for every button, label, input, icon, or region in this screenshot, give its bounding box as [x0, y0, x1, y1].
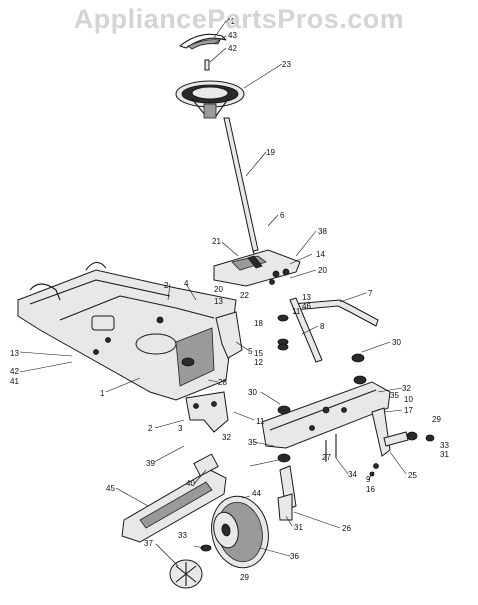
- callout-15: 15: [254, 349, 263, 358]
- callout-31: 31: [440, 450, 449, 459]
- callout-22: 22: [240, 291, 249, 300]
- callout-31: 31: [294, 523, 303, 532]
- callout-40: 40: [186, 479, 195, 488]
- callout-29: 29: [432, 415, 441, 424]
- callout-44: 44: [252, 489, 261, 498]
- callout-25: 25: [408, 471, 417, 480]
- callout-18: 18: [254, 319, 263, 328]
- support-bracket[interactable]: [215, 311, 243, 359]
- callout-41: 41: [226, 17, 235, 26]
- right-spindle[interactable]: [371, 407, 418, 457]
- front-axle[interactable]: [261, 381, 391, 449]
- callout-38: 38: [318, 227, 327, 236]
- left-spindle[interactable]: [277, 465, 297, 521]
- callout-17: 17: [404, 406, 413, 415]
- callout-14: 14: [316, 250, 325, 259]
- callout-2: 2: [148, 424, 153, 433]
- callout-39: 39: [146, 459, 155, 468]
- callout-19: 19: [266, 148, 275, 157]
- callout-1: 1: [100, 389, 105, 398]
- callout-36: 36: [290, 552, 299, 561]
- callout-34: 34: [348, 470, 357, 479]
- front-wheel[interactable]: [205, 491, 275, 573]
- callout-42: 42: [10, 367, 19, 376]
- callout-10: 10: [404, 395, 413, 404]
- callout-41: 41: [10, 377, 19, 386]
- callout-35: 35: [390, 391, 399, 400]
- callout-46: 46: [302, 302, 311, 311]
- watermark: AppliancePartsPros.com: [73, 4, 405, 34]
- tie-rod[interactable]: [289, 297, 323, 363]
- hub-cap[interactable]: [169, 559, 203, 589]
- callout-33: 33: [178, 531, 187, 540]
- callout-29: 29: [240, 573, 249, 582]
- screw[interactable]: [204, 59, 210, 71]
- callout-45: 45: [106, 484, 115, 493]
- callout-30: 30: [248, 388, 257, 397]
- callout-26: 26: [342, 524, 351, 533]
- steering-gear-plate[interactable]: [213, 249, 301, 287]
- callout-9: 9: [366, 475, 371, 484]
- callout-23: 23: [282, 60, 291, 69]
- callout-28: 28: [218, 378, 227, 387]
- callout-21: 21: [212, 237, 221, 246]
- leader-lines: [19, 20, 407, 567]
- callout-42: 42: [228, 44, 237, 53]
- callout-13: 13: [10, 349, 19, 358]
- callout-6: 6: [280, 211, 285, 220]
- callout-2: 2: [164, 281, 169, 290]
- callout-35: 35: [248, 438, 257, 447]
- callout-20: 20: [318, 266, 327, 275]
- callout-20: 20: [214, 285, 223, 294]
- callout-13: 13: [214, 297, 223, 306]
- steering-shaft[interactable]: [223, 117, 259, 263]
- bushing[interactable]: [277, 314, 289, 351]
- callout-7: 7: [368, 289, 373, 298]
- callout-27: 27: [322, 453, 331, 462]
- drag-link[interactable]: [291, 299, 379, 327]
- callout-30: 30: [392, 338, 401, 347]
- callout-12: 12: [254, 358, 263, 367]
- callout-13: 13: [302, 293, 311, 302]
- callout-33: 33: [440, 441, 449, 450]
- callout-16: 16: [366, 485, 375, 494]
- callout-32: 32: [222, 433, 231, 442]
- callout-8: 8: [320, 322, 325, 331]
- callout-4: 4: [184, 279, 189, 288]
- steering-wheel-cap[interactable]: [179, 33, 227, 50]
- main-frame[interactable]: [17, 261, 237, 401]
- callout-37: 37: [144, 539, 153, 548]
- callout-43: 43: [228, 31, 237, 40]
- callout-11: 11: [292, 307, 301, 316]
- callout-5: 5: [248, 347, 253, 356]
- callout-labels: 41 43 42 23 19 6 38 21 14 20 7 2 4 20 13…: [10, 17, 449, 582]
- washer[interactable]: [200, 434, 435, 552]
- axle-bracket[interactable]: [185, 391, 229, 433]
- spindle-bushing[interactable]: [277, 353, 367, 463]
- callout-32: 32: [402, 384, 411, 393]
- callout-3: 3: [178, 424, 183, 433]
- steering-wheel[interactable]: [175, 80, 245, 119]
- front-bumper[interactable]: [121, 453, 227, 543]
- callout-11: 11: [256, 417, 265, 426]
